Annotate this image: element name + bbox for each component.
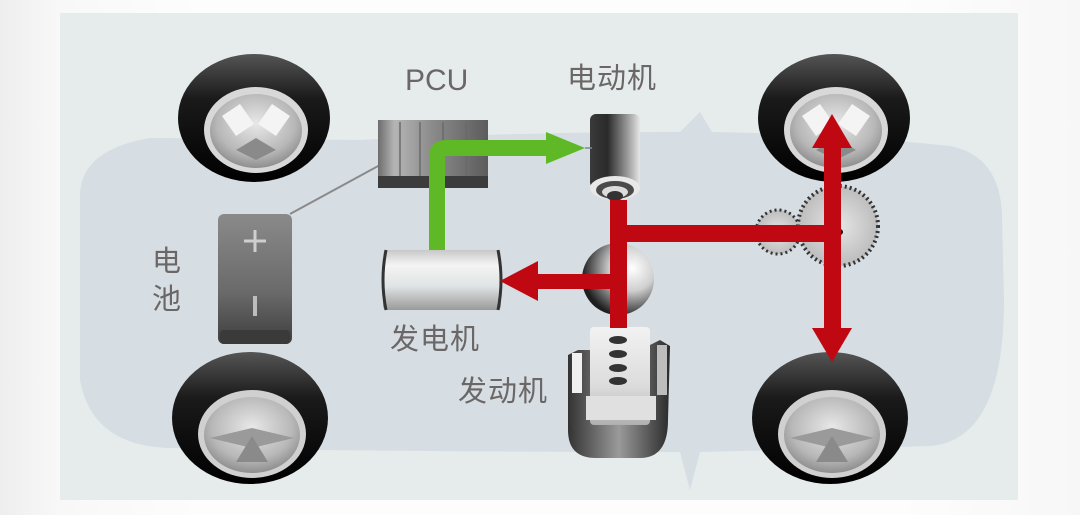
engine-icon bbox=[568, 327, 670, 458]
mechanical-flow-arrows bbox=[500, 114, 852, 362]
wheel-rear-right bbox=[752, 352, 908, 484]
wheel-front-left bbox=[178, 54, 330, 182]
battery-label-line1: 电 bbox=[152, 244, 183, 278]
engine-label: 发动机 bbox=[458, 374, 549, 408]
battery-label: 电 池 bbox=[152, 242, 182, 318]
motor-label: 电动机 bbox=[567, 61, 658, 95]
pcu-battery-wire bbox=[289, 164, 381, 215]
motor-icon bbox=[590, 114, 640, 201]
shaft-to-front-wheel bbox=[824, 144, 841, 232]
battery-icon bbox=[218, 214, 292, 344]
generator-label: 发电机 bbox=[390, 322, 481, 356]
shaft-to-rear-wheel bbox=[824, 232, 841, 332]
battery-label-line2: 池 bbox=[152, 282, 183, 316]
shaft-vertical bbox=[610, 200, 627, 328]
electric-flow-arrow bbox=[429, 132, 592, 250]
shaft-to-generator bbox=[535, 274, 618, 289]
pcu-label: PCU bbox=[405, 64, 469, 97]
arrow-to-generator bbox=[500, 261, 538, 301]
shaft-to-gears bbox=[610, 225, 840, 242]
arrow-to-front-wheel bbox=[812, 114, 852, 148]
generator-icon bbox=[381, 249, 503, 311]
arrow-to-rear-wheel bbox=[812, 328, 852, 362]
wheel-rear-left bbox=[172, 352, 328, 484]
